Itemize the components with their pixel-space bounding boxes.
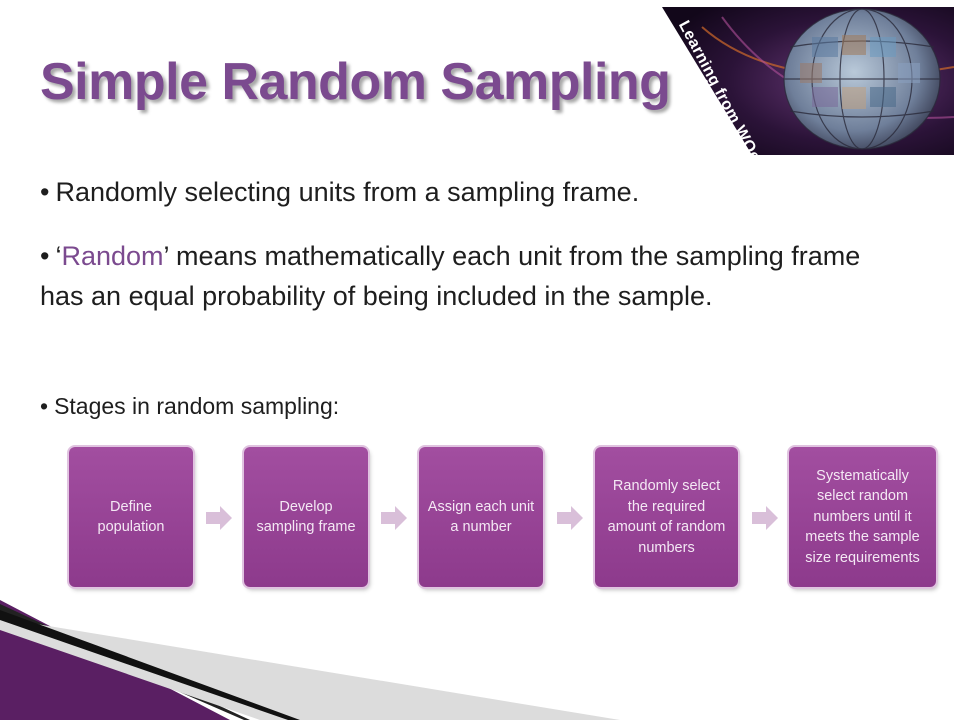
bullet-text: Randomly selecting units from a sampling… bbox=[55, 177, 640, 207]
stage-label: Assign each unit a number bbox=[427, 498, 535, 536]
bullet-text: Stages in random sampling: bbox=[54, 393, 340, 419]
learning-from-work-logo bbox=[662, 7, 954, 155]
bullet-marker: • bbox=[40, 241, 50, 271]
stage-label: Develop sampling frame bbox=[256, 498, 356, 536]
slide-title: Simple Random Sampling bbox=[40, 53, 671, 111]
arrow-right-icon bbox=[752, 506, 778, 530]
stage-assign-numbers: Assign each unit a number bbox=[419, 447, 543, 587]
stage-systematic-selection: Systematically select random numbers unt… bbox=[789, 447, 936, 587]
arrow-right-icon bbox=[206, 506, 232, 530]
bullet-random-selection: •Randomly selecting units from a samplin… bbox=[40, 172, 900, 212]
stage-label: Systematically select random numbers unt… bbox=[805, 467, 920, 566]
arrow-right-icon bbox=[381, 506, 407, 530]
bullet-marker: • bbox=[40, 177, 50, 207]
stage-select-random-numbers: Randomly select the required amount of r… bbox=[595, 447, 738, 587]
stage-define-population: Define population bbox=[69, 447, 193, 587]
stage-label: Randomly select the required amount of r… bbox=[607, 478, 726, 556]
bullet-marker: • bbox=[40, 393, 49, 419]
accent-word-random: Random bbox=[61, 241, 164, 271]
quote-open: ‘ bbox=[55, 241, 62, 271]
bullet-stages-heading: •Stages in random sampling: bbox=[40, 386, 900, 426]
arrow-right-icon bbox=[557, 506, 583, 530]
bullet-text: ’ means mathematically each unit from th… bbox=[40, 241, 861, 311]
stage-label: Define population bbox=[97, 498, 165, 536]
bullet-random-definition: •‘Random’ means mathematically each unit… bbox=[40, 236, 900, 316]
decorative-corner-swoosh bbox=[0, 600, 620, 720]
stage-develop-sampling-frame: Develop sampling frame bbox=[244, 447, 368, 587]
